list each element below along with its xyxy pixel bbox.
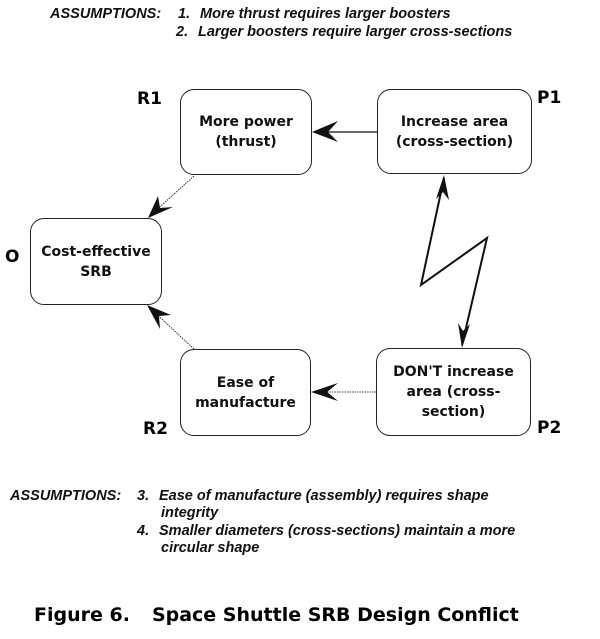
edge-p1-to-r1 bbox=[312, 121, 377, 142]
node-tag-p2: P2 bbox=[537, 418, 562, 438]
arrowhead-icon bbox=[458, 323, 470, 348]
arrowhead-icon bbox=[147, 305, 171, 329]
arrowhead-icon bbox=[436, 175, 449, 200]
node-tag-r2: R2 bbox=[143, 419, 168, 439]
assumption-text: More thrust requires larger boosters bbox=[200, 6, 451, 22]
node-text-line: Ease of bbox=[216, 374, 275, 391]
node-text-line: Cost-effective bbox=[41, 243, 151, 260]
assumption-number: 2. bbox=[176, 24, 189, 40]
node-tag-p1: P1 bbox=[537, 88, 562, 108]
assumption-3: 3. Ease of manufacture (assembly) require… bbox=[137, 488, 489, 505]
assumption-3-cont: integrity bbox=[161, 505, 218, 522]
node-o-cost-effective-srb[interactable]: Cost-effective SRB bbox=[30, 218, 162, 305]
arrowhead-icon bbox=[312, 121, 338, 142]
edge-r2-to-o bbox=[147, 305, 195, 350]
assumption-text: Ease of manufacture (assembly) requires … bbox=[159, 488, 489, 504]
assumption-number: 1. bbox=[178, 6, 191, 22]
node-text-line: SRB bbox=[80, 263, 112, 280]
node-text-line: Increase area bbox=[400, 113, 509, 130]
node-p2-dont-increase-area[interactable]: DON'T increase area (cross- section) bbox=[376, 348, 531, 436]
edge-p2-to-r2 bbox=[311, 383, 376, 401]
assumption-text: Smaller diameters (cross-sections) maint… bbox=[159, 523, 516, 539]
node-text-line: section) bbox=[421, 404, 486, 420]
assumption-4-cont: circular shape bbox=[161, 540, 259, 557]
node-tag-o: O bbox=[5, 247, 20, 267]
arrowhead-icon bbox=[311, 383, 338, 401]
assumptions-heading: ASSUMPTIONS: bbox=[10, 488, 122, 504]
assumption-text: integrity bbox=[161, 505, 219, 521]
assumption-number: 3. bbox=[137, 488, 150, 504]
top-assumptions: ASSUMPTIONS: 1. More thrust requires larg… bbox=[50, 6, 600, 46]
node-text-line: area (cross- bbox=[406, 384, 501, 400]
assumption-number: 4. bbox=[137, 523, 150, 539]
figure-caption: Figure 6. Space Shuttle SRB Design Confli… bbox=[34, 604, 519, 626]
edge-r1-to-o bbox=[148, 175, 195, 218]
figure-number: Figure 6. bbox=[34, 604, 130, 626]
assumption-text: circular shape bbox=[161, 540, 260, 556]
node-text-line: (thrust) bbox=[215, 134, 277, 150]
node-text-line: DON'T increase bbox=[393, 364, 514, 380]
conflict-lightning bbox=[419, 175, 489, 348]
node-text-line: manufacture bbox=[195, 394, 296, 411]
bottom-assumptions: ASSUMPTIONS: 3. Ease of manufacture (asse… bbox=[10, 488, 600, 568]
node-r2-ease-of-manufacture[interactable]: Ease of manufacture bbox=[180, 349, 311, 436]
node-tag-r1: R1 bbox=[137, 89, 162, 109]
assumption-2: 2. Larger boosters require larger cross-s… bbox=[176, 24, 512, 41]
node-text-line: (cross-section) bbox=[395, 133, 514, 150]
assumption-1: 1. More thrust requires larger boosters bbox=[178, 6, 451, 23]
figure-title: Space Shuttle SRB Design Conflict bbox=[151, 604, 519, 626]
arrowhead-icon bbox=[148, 196, 173, 218]
node-r1-more-power[interactable]: More power (thrust) bbox=[180, 89, 312, 175]
assumption-4: 4. Smaller diameters (cross-sections) mai… bbox=[137, 523, 515, 540]
node-text-line: More power bbox=[199, 114, 293, 130]
node-p1-increase-area[interactable]: Increase area (cross-section) bbox=[377, 89, 532, 174]
assumption-text: Larger boosters require larger cross-sec… bbox=[198, 24, 513, 40]
assumptions-heading: ASSUMPTIONS: bbox=[50, 6, 162, 22]
